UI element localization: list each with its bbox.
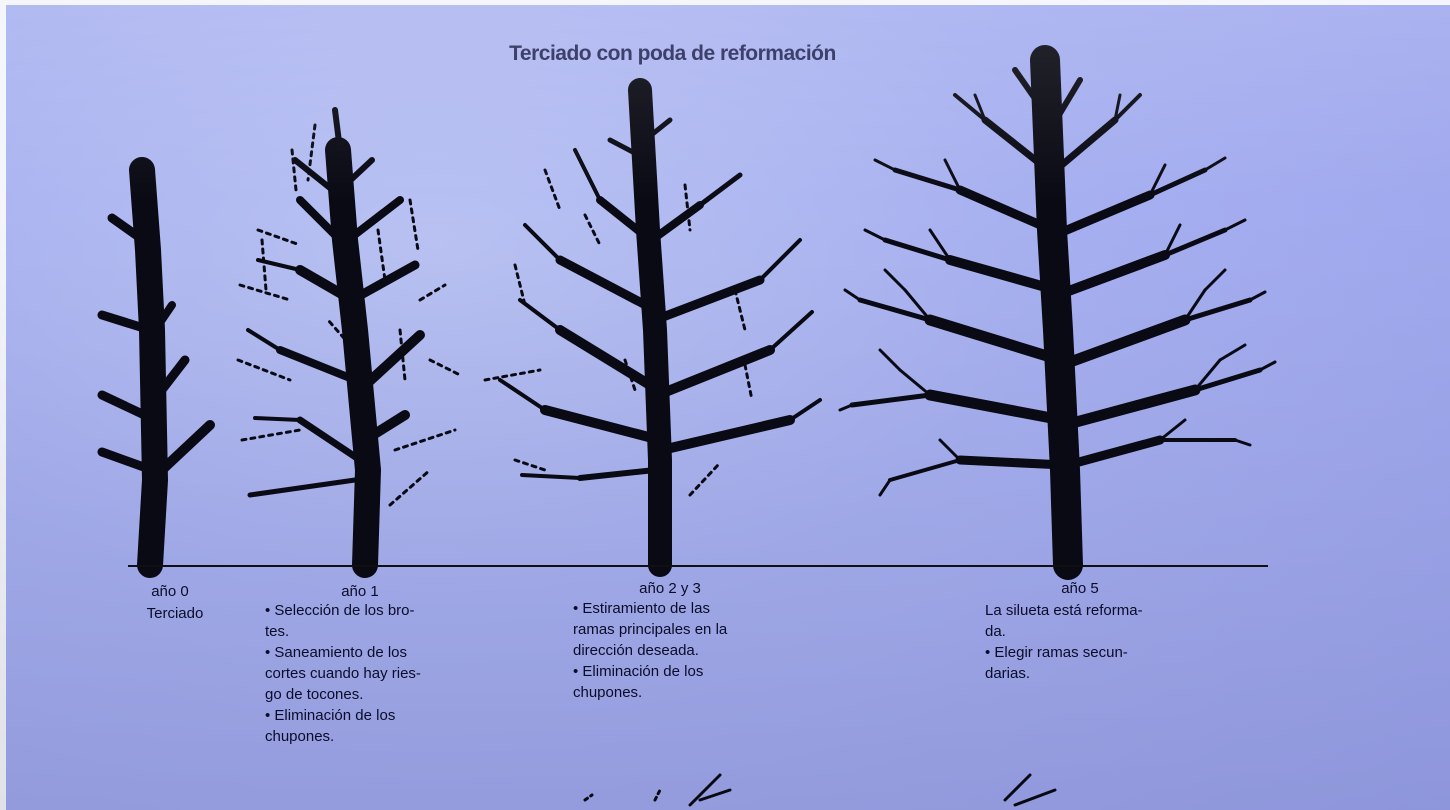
stage-3-year: año 5 [1061,580,1099,597]
stage-3-line: • Elegir ramas secun- [985,644,1128,661]
stage-1-line: go de tocones. [265,686,364,703]
stage-2-line: ramas principales en la [573,621,728,638]
tree-year-5 [849,45,1263,580]
stage-2-text: • Estiramiento de las ramas principales … [573,598,788,703]
stage-1-line: cortes cuando hay ries- [265,665,421,682]
stage-2-line: dirección deseada. [573,642,699,659]
tree-year-1-dashed-shoots [236,123,462,507]
bottom-cropped-marks [583,773,1057,807]
stage-3-line: La silueta está reforma- [985,602,1143,619]
photo-edge-left [0,0,6,810]
stage-1-year: año 1 [341,583,379,600]
stage-2-line: • Estiramiento de las [573,600,710,617]
stage-3-line: da. [985,623,1006,640]
stage-3-text: La silueta está reforma- da. • Elegir ra… [985,600,1200,684]
photo-edge-top [0,0,1450,5]
stage-1-line: chupones. [265,728,335,745]
stage-1-line: • Selección de los bro- [265,602,415,619]
stage-2-line: chupones. [573,684,643,701]
stage-0-year: año 0 [151,583,189,600]
stage-0-text: Terciado [130,603,220,628]
stage-0-line: Terciado [146,605,204,622]
diagram-title: Terciado con poda de reformación [509,42,836,65]
stage-1-line: • Eliminación de los [265,707,396,724]
ground-line [128,565,1268,567]
tree-year-1 [246,107,425,578]
stage-1-line: tes. [265,623,290,640]
tree-year-5-twigs [838,93,1277,497]
stage-2-line: • Eliminación de los [573,663,704,680]
tree-year-2-3-dashed-shoots [483,168,754,497]
tree-year-2-3 [498,78,822,577]
stage-1-line: • Saneamiento de los [265,644,408,661]
stage-3-line: darias. [985,665,1031,682]
tree-year-0 [97,157,215,578]
stage-1-text: • Selección de los bro- tes. • Saneamien… [265,600,475,747]
stage-2-year: año 2 y 3 [639,580,701,597]
